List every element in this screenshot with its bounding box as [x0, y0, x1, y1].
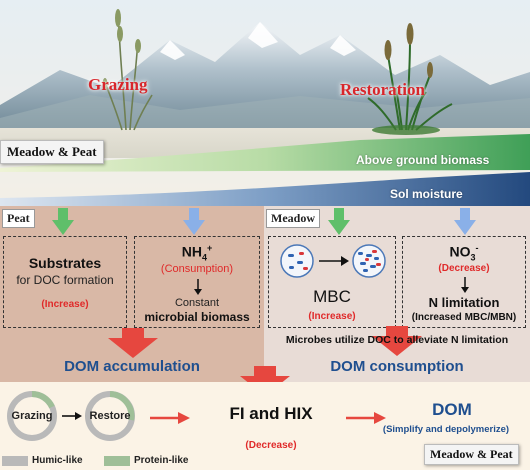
small-down-arrow-icon [194, 279, 202, 295]
peat-red-arrow-icon [108, 328, 158, 358]
legend-humic: Humic-like [32, 455, 83, 466]
summary-section: Grazing Restore FI and HIX (Decrease) DO… [0, 382, 530, 470]
dom-title: DOM [432, 400, 472, 419]
blue-down-arrow-icon [183, 208, 205, 235]
mbc-change: (Increase) [308, 311, 356, 322]
substrates-box: Substrates for DOC formation (Increase) [3, 236, 127, 328]
substrates-change: (Increase) [41, 299, 89, 310]
dom-detail: (Simplify and depolymerize) [382, 424, 510, 435]
landscape-illustration [0, 0, 530, 210]
legend-swatch-protein [104, 456, 130, 466]
grazing-ring-label: Grazing [11, 410, 53, 422]
restore-ring-icon [85, 391, 135, 441]
meadow-result: DOM consumption [330, 358, 464, 375]
substrates-subtitle: for DOC formation [16, 273, 114, 287]
ammonium-ion: NH4+ [181, 243, 213, 263]
meadow-note: Microbes utilize DOC to alleviate N limi… [285, 334, 509, 346]
small-down-arrow-icon [461, 277, 469, 293]
peat-panel: Peat Substrates for DOC formation (Incre… [0, 206, 264, 382]
ring-arrow-icon [62, 412, 82, 420]
restoration-label: Restoration [340, 80, 425, 99]
ammonium-line2: microbial biomass [144, 310, 250, 324]
ammonium-line1: Constant [174, 297, 220, 309]
summary-arrow-2-icon [346, 412, 386, 424]
grazing-ring-icon [7, 391, 57, 441]
site-tag-top: Meadow & Peat [0, 140, 104, 164]
mbc-title: MBC [313, 287, 351, 306]
nitrate-ion: NO3- [449, 243, 479, 263]
legend-swatch-humic [2, 456, 28, 466]
moisture-band-label: Sol moisture [390, 187, 463, 201]
meadow-panel: Meadow MBC (Increase) NO3- (Decrease) N … [264, 206, 530, 382]
peat-result: DOM accumulation [64, 358, 200, 375]
meadow-tag: Meadow [266, 209, 320, 228]
restore-ring: Restore [84, 390, 136, 442]
blue-down-arrow-icon [454, 208, 476, 235]
grazing-label: Grazing [88, 75, 148, 94]
restore-ring-label: Restore [89, 410, 131, 422]
peat-tag: Peat [2, 209, 35, 228]
legend: Humic-like Protein-like [0, 454, 200, 468]
nitrate-title: N limitation [428, 295, 500, 310]
nitrate-detail: (Increased MBC/MBN) [411, 312, 517, 323]
nitrate-change: (Decrease) [438, 263, 490, 274]
legend-protein: Protein-like [134, 455, 189, 466]
indices-title: FI and HIX [229, 404, 313, 423]
meadow-red-arrow-icon [372, 326, 422, 356]
central-red-arrow-icon [240, 366, 290, 396]
nitrate-box: NO3- (Decrease) N limitation (Increased … [402, 236, 526, 328]
site-tag-bottom: Meadow & Peat [424, 444, 519, 465]
ammonium-box: NH4+ (Consumption) Constant microbial bi… [134, 236, 260, 328]
grazing-ring: Grazing [6, 390, 58, 442]
restoration-grass-icon [367, 23, 453, 135]
substrates-title: Substrates [28, 255, 102, 271]
microbe-growth-icon [280, 244, 386, 278]
ammonium-change: (Consumption) [160, 263, 234, 275]
mbc-box: MBC (Increase) [268, 236, 396, 328]
green-down-arrow-icon [52, 208, 74, 235]
green-down-arrow-icon [328, 208, 350, 235]
indices-change: (Decrease) [245, 440, 297, 451]
biomass-band-label: Above ground biomass [356, 153, 490, 167]
summary-arrow-1-icon [150, 412, 190, 424]
